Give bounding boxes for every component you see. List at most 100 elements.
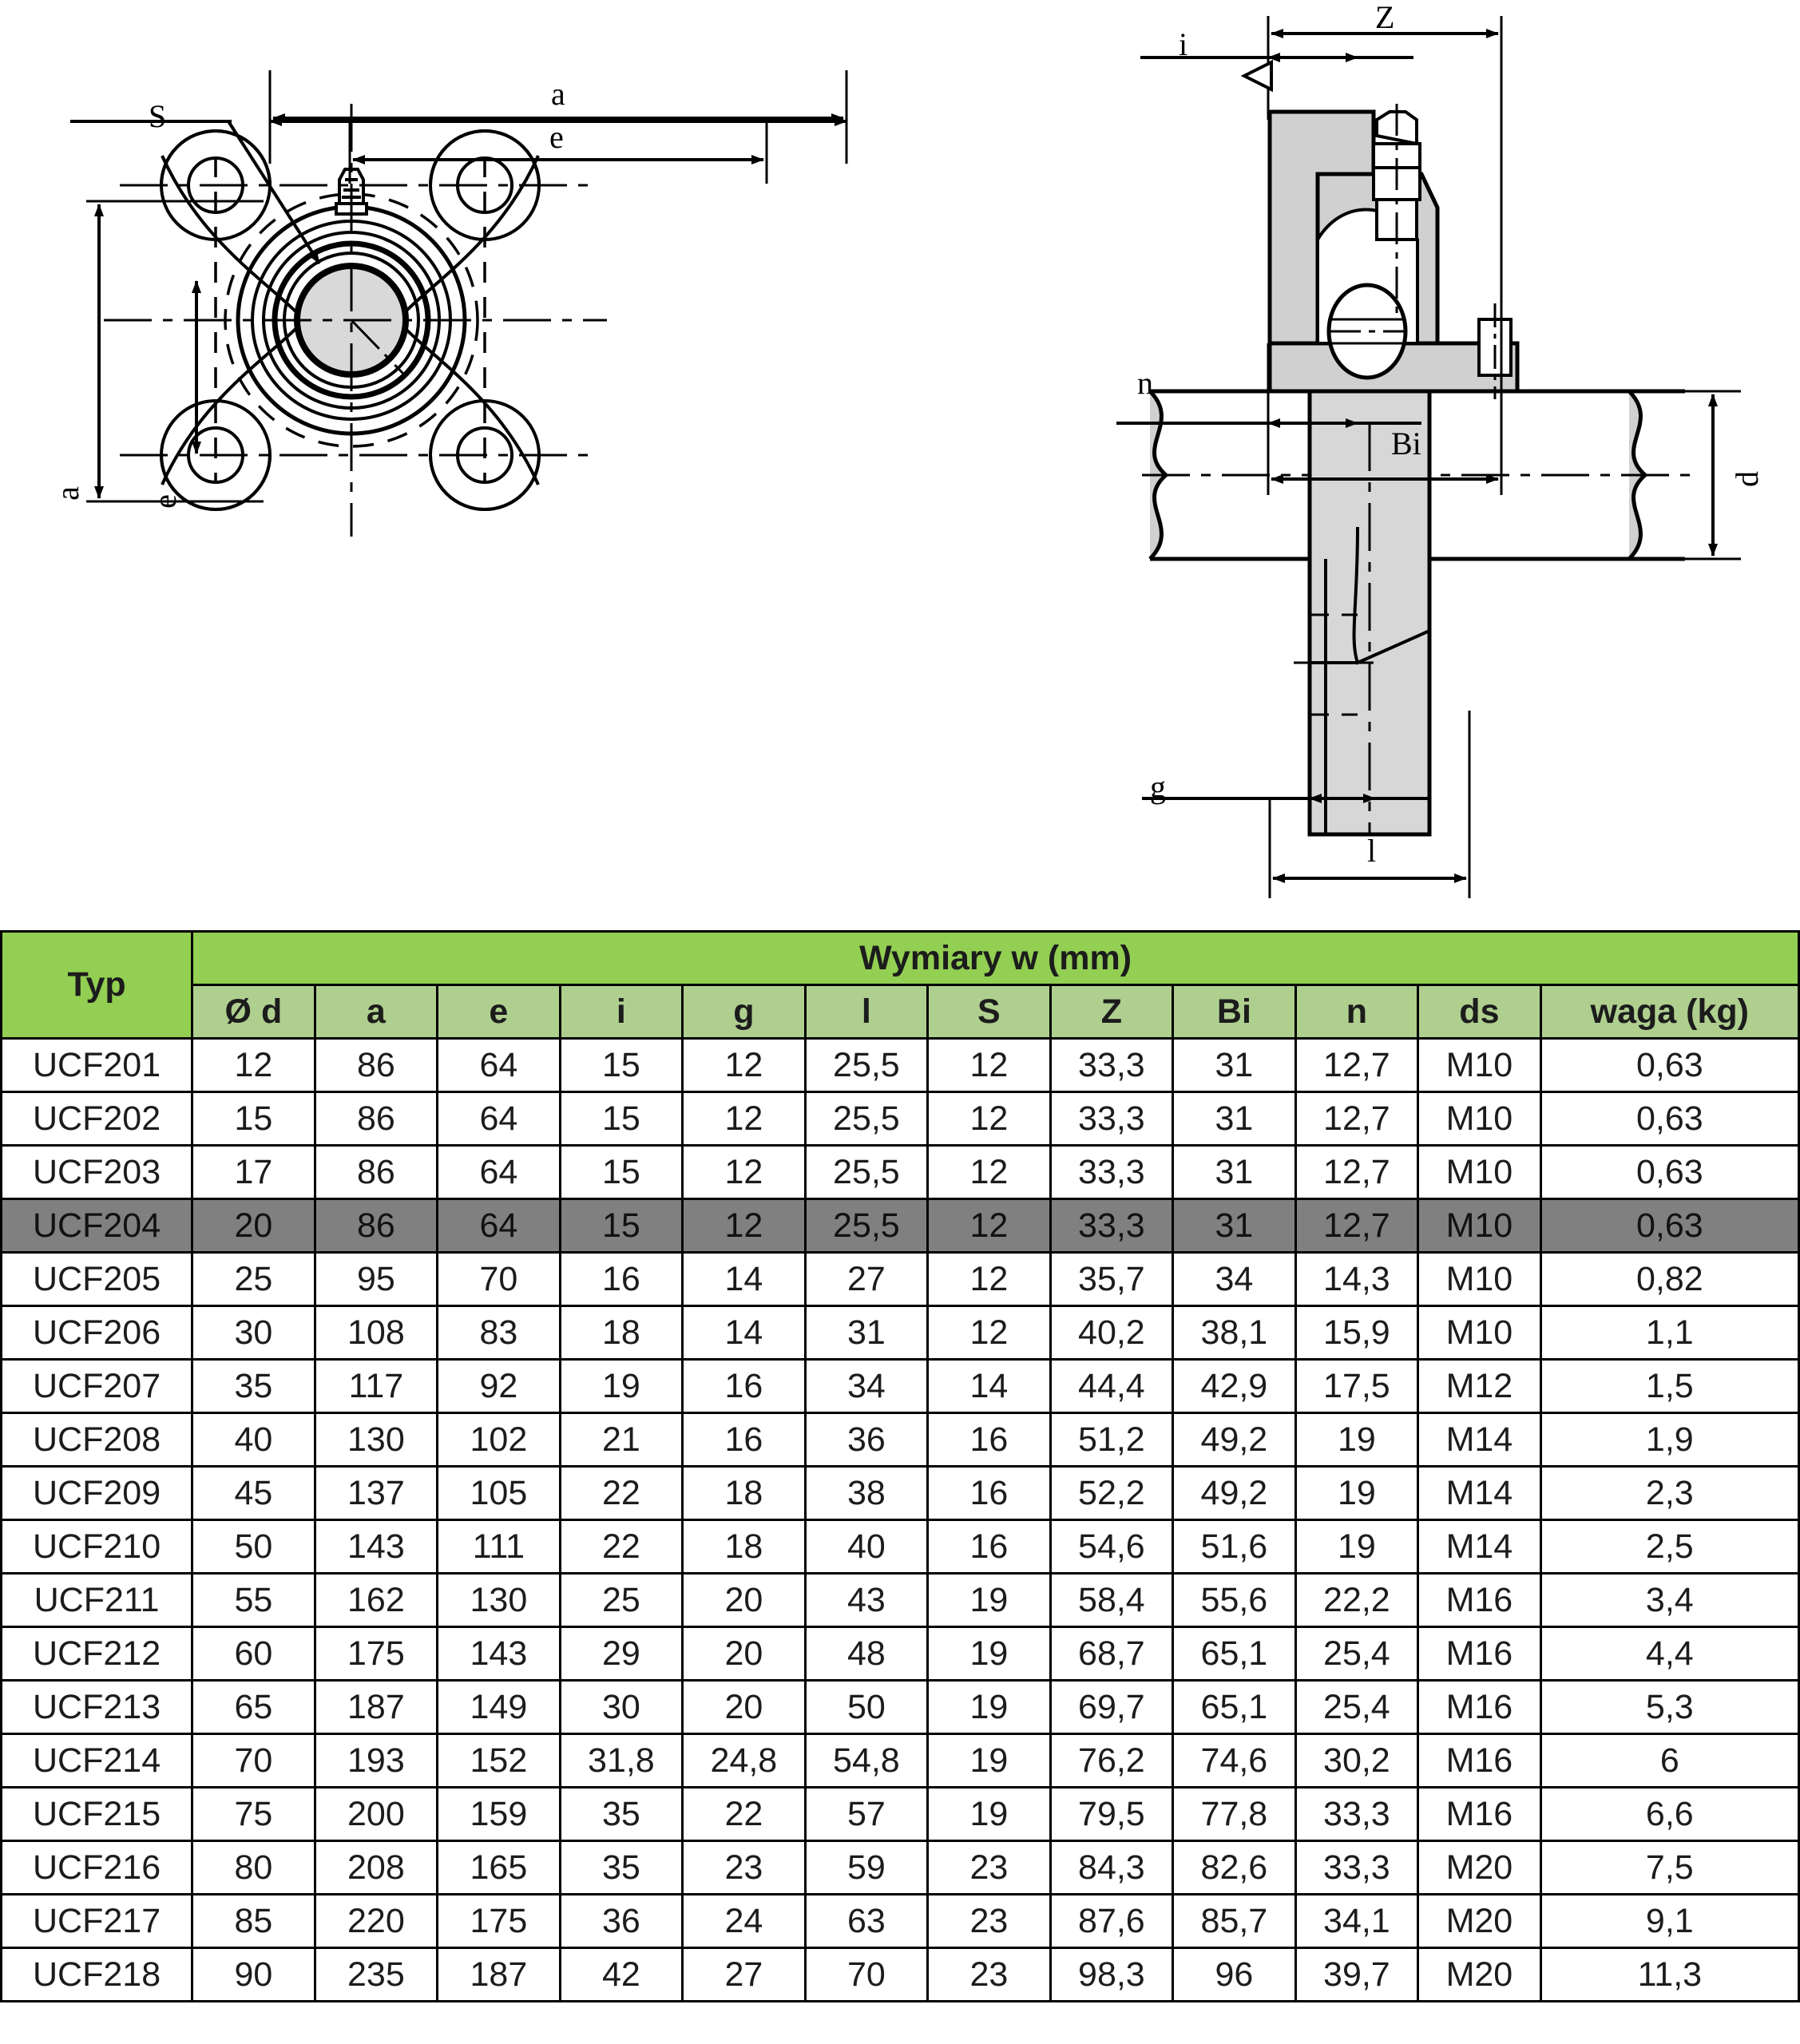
cell-a: 208	[313, 1840, 439, 1895]
cell-e: 175	[436, 1893, 561, 1949]
cell-n: 22,2	[1294, 1572, 1420, 1628]
cell-type: UCF217	[0, 1893, 194, 1949]
cell-i: 18	[558, 1305, 684, 1361]
cell-g: 20	[681, 1626, 807, 1682]
cell-type: UCF201	[0, 1037, 194, 1093]
header-col-S: S	[926, 984, 1052, 1040]
cell-Z: 35,7	[1049, 1251, 1175, 1307]
cell-i: 15	[558, 1144, 684, 1200]
dimension-table: Typ Wymiary w (mm) Ø d a e i g l S Z Bi …	[0, 930, 1800, 2002]
cell-g: 22	[681, 1786, 807, 1842]
header-col-Z: Z	[1049, 984, 1175, 1040]
cell-S: 12	[926, 1198, 1052, 1254]
cell-Z: 68,7	[1049, 1626, 1175, 1682]
cell-a: 235	[313, 1947, 439, 2002]
cell-S: 19	[926, 1572, 1052, 1628]
cell-S: 19	[926, 1786, 1052, 1842]
cell-d: 12	[191, 1037, 316, 1093]
cell-ds: M14	[1417, 1519, 1542, 1575]
cell-S: 19	[926, 1679, 1052, 1735]
cell-d: 40	[191, 1412, 316, 1468]
cell-e: 102	[436, 1412, 561, 1468]
dim-label-a-left: a	[49, 486, 85, 501]
cell-waga: 6	[1539, 1733, 1800, 1788]
header-col-n: n	[1294, 984, 1420, 1040]
cell-i: 30	[558, 1679, 684, 1735]
cell-l: 25,5	[803, 1198, 930, 1254]
cell-Bi: 31	[1172, 1091, 1297, 1147]
header-col-d: Ø d	[191, 984, 316, 1040]
dim-label-n: n	[1137, 365, 1153, 401]
cell-a: 137	[313, 1465, 439, 1521]
cell-e: 187	[436, 1947, 561, 2002]
cell-d: 55	[191, 1572, 316, 1628]
cell-S: 12	[926, 1251, 1052, 1307]
cell-Bi: 34	[1172, 1251, 1297, 1307]
header-typ: Typ	[0, 930, 194, 1040]
cell-d: 35	[191, 1358, 316, 1414]
cell-n: 25,4	[1294, 1626, 1420, 1682]
cell-waga: 7,5	[1539, 1840, 1800, 1895]
header-col-i: i	[558, 984, 684, 1040]
cell-i: 42	[558, 1947, 684, 2002]
cell-g: 20	[681, 1679, 807, 1735]
cell-Bi: 65,1	[1172, 1679, 1297, 1735]
cell-waga: 3,4	[1539, 1572, 1800, 1628]
cell-type: UCF204	[0, 1198, 194, 1254]
cell-g: 20	[681, 1572, 807, 1628]
cell-Bi: 82,6	[1172, 1840, 1297, 1895]
cell-Z: 33,3	[1049, 1091, 1175, 1147]
cell-Bi: 96	[1172, 1947, 1297, 2002]
cell-Z: 33,3	[1049, 1144, 1175, 1200]
cell-type: UCF203	[0, 1144, 194, 1200]
cell-Bi: 49,2	[1172, 1465, 1297, 1521]
side-view-group	[1116, 16, 1741, 898]
cell-Bi: 55,6	[1172, 1572, 1297, 1628]
cell-i: 29	[558, 1626, 684, 1682]
cell-S: 12	[926, 1305, 1052, 1361]
dimension-table-wrapper: Typ Wymiary w (mm) Ø d a e i g l S Z Bi …	[0, 930, 1800, 2002]
cell-g: 12	[681, 1091, 807, 1147]
cell-ds: M16	[1417, 1679, 1542, 1735]
cell-type: UCF218	[0, 1947, 194, 2002]
cell-Z: 52,2	[1049, 1465, 1175, 1521]
cell-g: 14	[681, 1305, 807, 1361]
cell-Z: 84,3	[1049, 1840, 1175, 1895]
cell-d: 60	[191, 1626, 316, 1682]
cell-a: 95	[313, 1251, 439, 1307]
cell-type: UCF208	[0, 1412, 194, 1468]
cell-waga: 11,3	[1539, 1947, 1800, 2002]
dim-label-Z: Z	[1375, 0, 1395, 35]
cell-i: 22	[558, 1519, 684, 1575]
cell-Z: 44,4	[1049, 1358, 1175, 1414]
cell-g: 16	[681, 1358, 807, 1414]
cell-type: UCF212	[0, 1626, 194, 1682]
cell-ds: M16	[1417, 1786, 1542, 1842]
cell-Bi: 85,7	[1172, 1893, 1297, 1949]
cell-S: 16	[926, 1465, 1052, 1521]
cell-Bi: 51,6	[1172, 1519, 1297, 1575]
cell-S: 23	[926, 1893, 1052, 1949]
cell-ds: M14	[1417, 1465, 1542, 1521]
cell-ds: M20	[1417, 1893, 1542, 1949]
cell-Z: 69,7	[1049, 1679, 1175, 1735]
